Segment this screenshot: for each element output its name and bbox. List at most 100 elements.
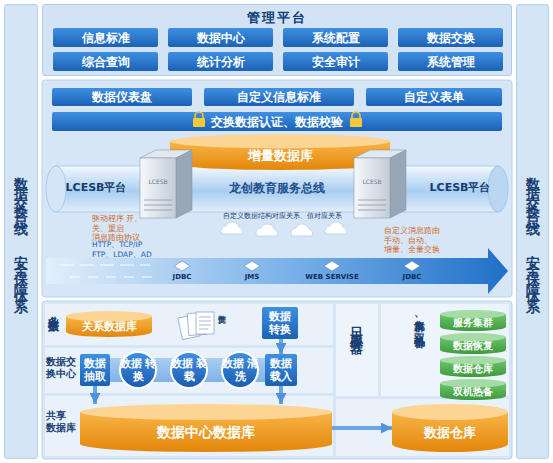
node-text: 数据恢复 — [453, 335, 493, 351]
cluster-cylinder: 双机热备 — [440, 379, 506, 400]
feature-button: 自定义信息标准 — [204, 88, 354, 106]
database-cylinder: 关系数据库 — [66, 311, 152, 337]
cylinder-top — [170, 134, 390, 148]
menu-button: 系统管理 — [398, 52, 503, 71]
node-text: 安全审计 — [312, 55, 360, 69]
protocol-icon — [324, 261, 340, 271]
side-band: 数据交换总线、安全保障体系 — [516, 4, 549, 459]
text-label: WEB SERVISE — [302, 273, 362, 282]
bus-panel — [42, 80, 512, 297]
node-text: 系统配置 — [312, 31, 360, 45]
cloud-icon — [256, 224, 278, 236]
node-text: 交换数据认证、数据校验 — [211, 115, 343, 129]
flow-arrow — [279, 386, 283, 404]
process-circle: 数据 装载 — [170, 351, 208, 389]
node-text: 数据 装载 — [170, 357, 208, 383]
side-band: 数据交换总线、安全保障体系 — [4, 4, 38, 459]
document-sheet — [178, 314, 200, 339]
node-text: 数据仪表盘 — [92, 90, 152, 104]
node-text: 服务集群 — [453, 312, 493, 328]
node-text: 系统管理 — [427, 55, 475, 69]
cylinder-top — [80, 404, 332, 420]
protocol-icon — [244, 261, 260, 271]
speed-line — [70, 277, 160, 278]
flow-arrow — [332, 426, 392, 430]
process-circle: 数据 转换 — [119, 351, 157, 389]
node-text: 统计分析 — [197, 55, 245, 69]
document-line — [199, 321, 211, 322]
circle-shape — [120, 352, 156, 388]
process-circle: 数据 清洗 — [221, 351, 259, 389]
protocol-icon — [174, 261, 190, 271]
text-label: JDBC — [160, 273, 204, 282]
node-text: 增量数据库 — [248, 141, 313, 163]
text-label: 集群、双机热备 — [413, 311, 426, 401]
protocol-icons — [174, 261, 420, 271]
business-row — [45, 304, 333, 345]
text-label: 自定义数据结构对应关系、值对应关系 — [207, 212, 357, 221]
text-label: HTTP、TCP/IP FTP、LDAP、AD — [92, 240, 158, 259]
node-text: 双机热备 — [453, 381, 493, 397]
menu-button: 数据交换 — [398, 28, 503, 47]
text-label: 数据交换中心 — [46, 356, 79, 380]
document-sheet — [196, 312, 214, 334]
document-icon — [178, 312, 214, 340]
service-bus-pipe: LCESB平台 龙创教育服务总线 LCESB平台 — [46, 166, 508, 212]
node-text: LCESB平台 — [420, 180, 500, 195]
circle-shape — [222, 352, 258, 388]
node-text: 数据 转换 — [119, 357, 157, 383]
node-text: 综合查询 — [82, 55, 130, 69]
node-text: 数据交换总线、安全保障体系 — [13, 150, 30, 314]
share-row — [45, 396, 333, 456]
cluster-cylinder: 数据恢复 — [440, 333, 506, 354]
pipe-end — [488, 166, 508, 212]
menu-button: 数据中心 — [168, 28, 273, 47]
database-cylinder: 增量数据库 — [170, 134, 390, 170]
warehouse-area — [336, 399, 509, 456]
node-text: 数据 转换 — [262, 310, 298, 336]
auth-bar: 交换数据认证、数据校验 — [52, 112, 502, 131]
cluster-column — [381, 304, 509, 396]
node-text: 数据交换 — [427, 31, 475, 45]
exchange-row — [45, 348, 333, 393]
node-text: 数据仓库 — [453, 358, 493, 374]
node-text: 数据交换总线、安全保障体系 — [524, 150, 541, 314]
node-text: 自定义表单 — [404, 90, 464, 104]
text-label: 共享 数据库 — [46, 410, 79, 434]
node-text: 数据仓库 — [424, 417, 476, 440]
process-box: 数据 载入 — [265, 354, 297, 386]
process-box: 数据 转换 — [262, 307, 298, 339]
cloud-icon — [221, 222, 243, 234]
document-line — [199, 325, 211, 326]
flow-arrow — [279, 339, 283, 354]
cluster-cylinder: 数据仓库 — [440, 356, 506, 377]
cylinder-top — [66, 311, 152, 321]
pipe-end — [46, 166, 66, 212]
node-text: 数据中心数据库 — [157, 416, 255, 440]
document-sheet — [187, 312, 206, 335]
flow-arrow — [93, 386, 97, 404]
menu-button: 系统配置 — [283, 28, 388, 47]
node-text: 数据 抽取 — [80, 357, 110, 383]
text-label: 业务 数据 — [47, 307, 60, 334]
speed-line — [60, 265, 150, 266]
cloud-icon — [291, 224, 313, 236]
menu-button: 综合查询 — [53, 52, 158, 71]
database-cylinder: 数据中心数据库 — [80, 404, 332, 452]
node-text: 数据 载入 — [265, 357, 297, 383]
circle-shape — [171, 352, 207, 388]
node-text: 龙创教育服务总线 — [226, 180, 328, 197]
text-label: LCESB — [141, 178, 175, 186]
node-text: LCESB平台 — [56, 180, 136, 195]
node-text: 管理平台 — [43, 5, 511, 27]
text-label: 自定义消息路由 手动、自动、 增量、全量交换 — [384, 226, 448, 255]
node-text: 自定义信息标准 — [237, 90, 321, 104]
cloud-group — [221, 222, 347, 236]
node-text: 数据中心 — [197, 31, 245, 45]
text-label: 驱动程序 开、关、重启 消息路由协议 — [92, 214, 154, 243]
database-cylinder: 数据仓库 — [392, 404, 508, 452]
text-label: 日志服务器 — [349, 316, 364, 406]
text-label: JMS — [230, 273, 274, 282]
menu-button: 信息标准 — [53, 28, 158, 47]
